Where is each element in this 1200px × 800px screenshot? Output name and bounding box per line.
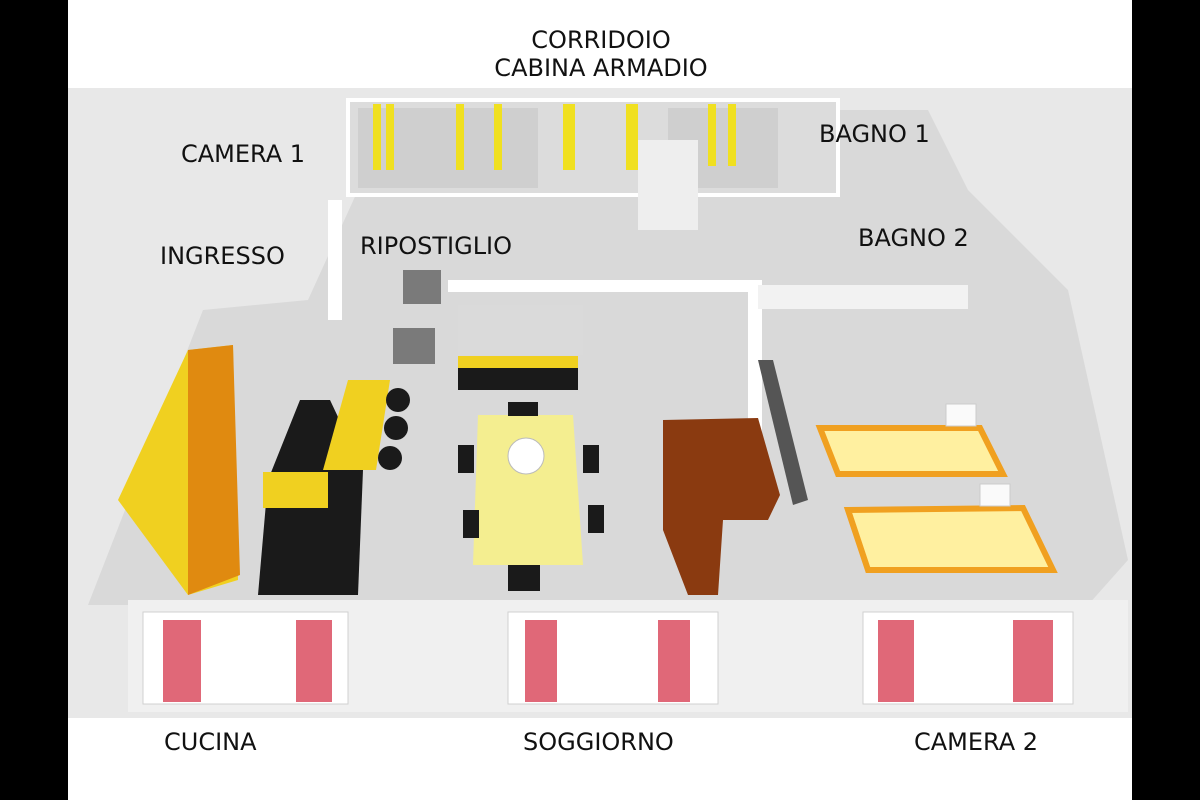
curtain (373, 104, 381, 170)
label-soggiorno: SOGGIORNO (523, 728, 674, 756)
floor-plan-canvas: CORRIDOIO CABINA ARMADIO CAMERA 1 BAGNO … (68, 0, 1132, 800)
island-counter (263, 472, 328, 508)
wall (328, 200, 342, 320)
chair (463, 510, 479, 538)
chair (458, 445, 474, 473)
curtain (494, 104, 502, 170)
chair (583, 445, 599, 473)
label-camera-2: CAMERA 2 (914, 728, 1039, 756)
stool (378, 446, 402, 470)
tv-unit-top (458, 356, 578, 368)
bar-counter (323, 380, 390, 470)
floor-plan-3d (68, 88, 1132, 718)
camera-1-room (358, 108, 538, 188)
corridor-wall (638, 140, 698, 230)
sofa (663, 418, 780, 595)
nightstand (945, 403, 977, 427)
label-ingresso: INGRESSO (160, 242, 285, 270)
label-ripostiglio: RIPOSTIGLIO (360, 232, 513, 260)
bed (843, 504, 1058, 573)
armchair (403, 270, 441, 304)
label-camera-1: CAMERA 1 (181, 140, 306, 168)
label-bagno-2: BAGNO 2 (858, 224, 969, 252)
curtain (1013, 620, 1053, 702)
curtain (163, 620, 201, 702)
curtain (658, 620, 690, 702)
curtain (878, 620, 914, 702)
chair (508, 402, 538, 416)
curtain (563, 104, 575, 170)
label-bagno-1: BAGNO 1 (819, 120, 930, 148)
wall (448, 280, 748, 292)
curtain (296, 620, 332, 702)
nightstand (979, 483, 1011, 507)
stool (384, 416, 408, 440)
armchair (393, 328, 435, 364)
table-centerpiece (507, 437, 545, 475)
curtain (525, 620, 557, 702)
curtain (728, 104, 736, 166)
curtain (708, 104, 716, 166)
curtain (626, 104, 638, 170)
bookshelf (758, 360, 808, 505)
curtain (386, 104, 394, 170)
curtain (456, 104, 464, 170)
tv-unit-base (458, 368, 578, 390)
dining-table (473, 415, 583, 565)
label-cucina: CUCINA (164, 728, 257, 756)
bed (815, 425, 1008, 477)
wall (758, 285, 968, 309)
chair (588, 505, 604, 533)
stool (386, 388, 410, 412)
label-cabina-armadio: CABINA ARMADIO (494, 54, 708, 82)
chair (508, 565, 540, 591)
kitchen-cabinet-side (188, 345, 240, 595)
label-corridoio: CORRIDOIO (531, 26, 671, 54)
tv-unit (458, 305, 583, 355)
